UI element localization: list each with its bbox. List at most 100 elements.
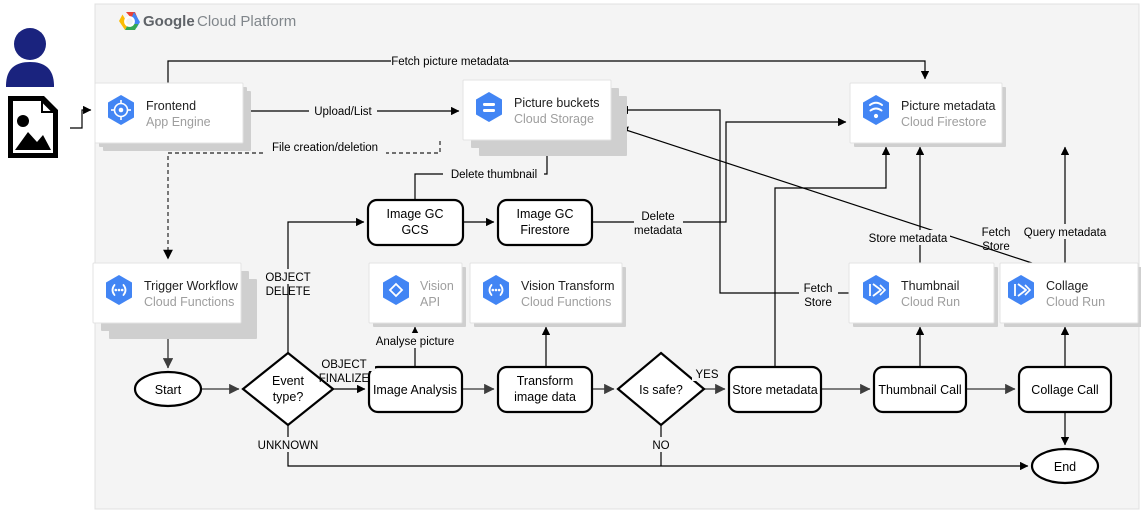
edge-label-analyse-picture: Analyse picture xyxy=(372,333,458,348)
node-line1: Image Analysis xyxy=(373,383,457,397)
edge-label-object-finalize: OBJECT FINALIZE xyxy=(313,356,375,385)
node-line1: Transform xyxy=(517,374,574,388)
card-frontend[interactable]: Frontend App Engine xyxy=(94,82,251,151)
edge-thumbnail-to-buckets xyxy=(619,105,849,294)
cloud-functions-icon xyxy=(483,275,509,305)
label-line1: OBJECT xyxy=(265,272,310,284)
node-event-type[interactable]: Event type? xyxy=(241,351,335,427)
node-start[interactable]: Start xyxy=(133,370,203,408)
label-text: Upload/List xyxy=(314,106,372,118)
google-cloud-logo xyxy=(119,12,140,30)
google-cloud-platform-panel xyxy=(94,3,1140,510)
card-subtitle: Cloud Run xyxy=(1046,295,1105,309)
node-is-safe[interactable]: Is safe? xyxy=(616,351,706,427)
label-line2: metadata xyxy=(634,225,683,237)
card-subtitle: Cloud Storage xyxy=(514,112,594,126)
edge-collage-to-buckets-diagonal xyxy=(619,126,1033,264)
label-text: Analyse picture xyxy=(376,336,455,348)
edge-label-object-delete: OBJECT DELETE xyxy=(258,269,318,298)
edge-object-delete xyxy=(287,217,365,353)
node-line1: Collage Call xyxy=(1031,383,1098,397)
edge-label-fetch-picture-metadata: Fetch picture metadata xyxy=(391,53,509,68)
node-line1: Image GC xyxy=(387,207,444,221)
label-text: NO xyxy=(652,440,669,452)
card-picture-buckets[interactable]: Picture buckets Cloud Storage xyxy=(462,79,627,156)
edge-label-query-metadata: Query metadata xyxy=(1021,224,1109,239)
edge-label-yes: YES xyxy=(692,366,722,381)
edge-label-upload-list: Upload/List xyxy=(309,103,377,118)
label-text: Query metadata xyxy=(1024,227,1107,239)
node-transform-image-data[interactable]: Transform image data xyxy=(496,365,594,414)
card-subtitle: Cloud Functions xyxy=(521,295,611,309)
card-title: Collage xyxy=(1046,279,1088,293)
node-line2: Firestore xyxy=(520,223,569,237)
app-engine-icon xyxy=(108,95,134,125)
card-vision-transform[interactable]: Vision Transform Cloud Functions xyxy=(469,262,626,327)
card-subtitle: API xyxy=(420,295,440,309)
card-trigger-workflow[interactable]: Trigger Workflow Cloud Functions xyxy=(92,262,257,339)
edge-label-delete-metadata: Delete metadata xyxy=(634,208,683,237)
label-line1: Fetch xyxy=(804,283,833,295)
edge-label-no: NO xyxy=(649,437,674,452)
card-title: Picture buckets xyxy=(514,96,599,110)
card-title: Vision xyxy=(420,279,454,293)
card-subtitle: App Engine xyxy=(146,115,211,129)
node-line2: type? xyxy=(273,390,304,404)
cloud-run-icon xyxy=(1008,275,1034,305)
node-line1: Is safe? xyxy=(639,383,683,397)
image-file-icon xyxy=(8,96,58,158)
node-label: End xyxy=(1054,460,1076,474)
node-line2: image data xyxy=(514,390,576,404)
edge-fetch-picture-metadata xyxy=(167,60,930,83)
label-text: Fetch picture metadata xyxy=(391,56,509,68)
edge-user-to-frontend xyxy=(70,105,92,129)
firestore-icon xyxy=(863,95,889,125)
label-line1: OBJECT xyxy=(321,359,366,371)
node-label: Start xyxy=(155,383,182,397)
edge-store-metadata-up xyxy=(774,146,891,367)
card-subtitle: Cloud Firestore xyxy=(901,115,986,129)
brand-google: Google xyxy=(143,13,195,30)
cloud-run-icon xyxy=(863,275,889,305)
label-line2: FINALIZE xyxy=(319,373,370,385)
card-title: Picture metadata xyxy=(901,99,996,113)
card-vision-api[interactable]: Vision API xyxy=(368,262,466,327)
label-text: Delete thumbnail xyxy=(451,169,537,181)
card-collage[interactable]: Collage Cloud Run xyxy=(999,262,1141,327)
edge-label-delete-thumbnail: Delete thumbnail xyxy=(443,166,544,181)
card-thumbnail[interactable]: Thumbnail Cloud Run xyxy=(848,262,998,327)
label-text: Store metadata xyxy=(869,233,948,245)
user-icon xyxy=(6,28,54,87)
node-line1: Thumbnail Call xyxy=(878,383,961,397)
label-text: UNKNOWN xyxy=(258,440,319,452)
label-text: File creation/deletion xyxy=(272,142,378,154)
node-image-gc-firestore[interactable]: Image GC Firestore xyxy=(496,198,594,247)
node-collage-call[interactable]: Collage Call xyxy=(1017,365,1113,414)
label-line2: DELETE xyxy=(266,286,311,298)
label-line2: Store xyxy=(982,241,1010,253)
edge-label-unknown: UNKNOWN xyxy=(251,437,325,452)
cloud-storage-icon xyxy=(476,92,502,122)
label-text: YES xyxy=(695,369,718,381)
card-title: Vision Transform xyxy=(521,279,615,293)
card-title: Frontend xyxy=(146,99,196,113)
node-image-analysis[interactable]: Image Analysis xyxy=(367,365,464,414)
card-picture-metadata[interactable]: Picture metadata Cloud Firestore xyxy=(849,82,1006,147)
node-thumbnail-call[interactable]: Thumbnail Call xyxy=(872,365,968,414)
card-title: Thumbnail xyxy=(901,279,959,293)
card-subtitle: Cloud Functions xyxy=(144,295,234,309)
label-line1: Fetch xyxy=(982,227,1011,239)
node-image-gc-gcs[interactable]: Image GC GCS xyxy=(366,198,465,247)
node-line1: Store metadata xyxy=(732,383,818,397)
node-line2: GCS xyxy=(401,223,428,237)
vision-api-icon xyxy=(383,275,409,305)
node-store-metadata[interactable]: Store metadata xyxy=(727,365,823,414)
card-subtitle: Cloud Run xyxy=(901,295,960,309)
node-end[interactable]: End xyxy=(1030,447,1100,485)
cloud-functions-icon xyxy=(106,275,132,305)
node-line1: Image GC xyxy=(517,207,574,221)
edge-label-store-metadata: Store metadata xyxy=(866,230,950,245)
node-line1: Event xyxy=(272,374,304,388)
